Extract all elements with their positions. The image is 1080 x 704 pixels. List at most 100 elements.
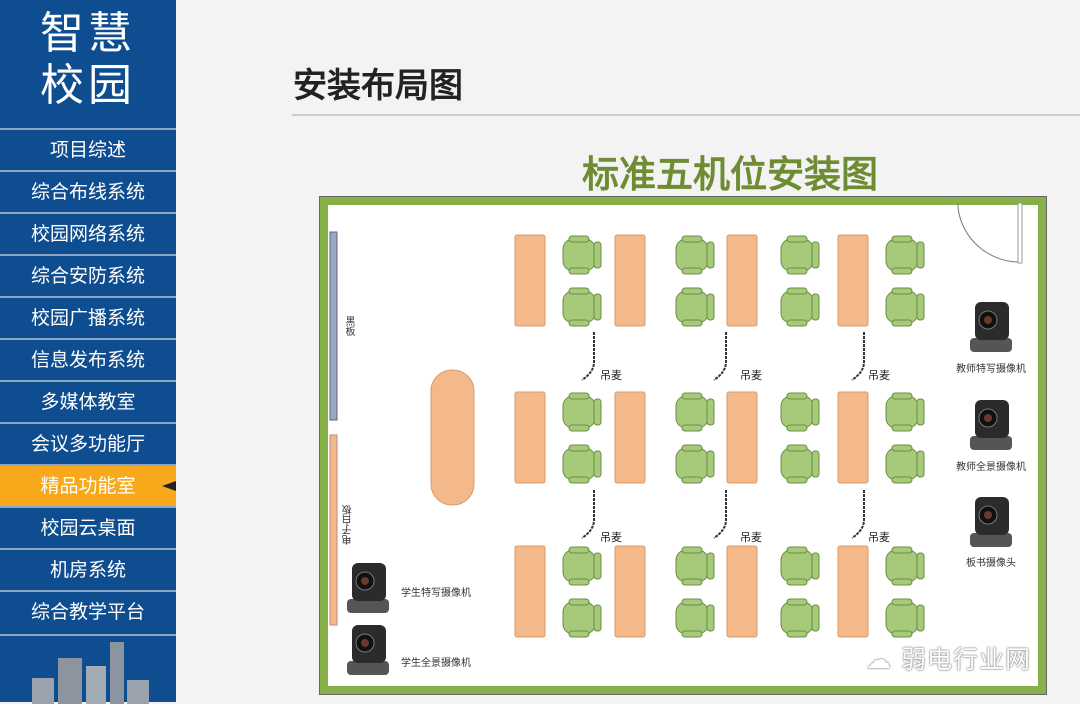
chair-arm [568, 319, 590, 327]
chair-back [916, 241, 925, 269]
wechat-icon: ☁ [866, 645, 901, 674]
chair-arm [786, 598, 808, 606]
chair-arm [891, 319, 913, 327]
chair-arm [786, 319, 808, 327]
chair [562, 238, 596, 272]
watermark: ☁ 弱电行业网 [866, 645, 1031, 674]
door [957, 203, 1021, 263]
camera-lens-center [361, 639, 369, 647]
desk [837, 391, 869, 484]
chair-arm [786, 546, 808, 554]
chair-arm [568, 392, 590, 400]
chair-back [593, 293, 602, 321]
diagram-title: 标准五机位安装图 [582, 153, 878, 196]
door-leaf [1017, 202, 1023, 264]
camera-base [347, 661, 389, 675]
teacher-panorama-camera-label: 教师全景摄像机 [956, 462, 1026, 473]
desk [726, 545, 758, 638]
chair-arm [786, 235, 808, 243]
city-skyline-image [0, 634, 176, 704]
chair [562, 395, 596, 429]
chair-arm [786, 267, 808, 275]
chair [780, 601, 814, 635]
chair-back [811, 293, 820, 321]
desk [614, 545, 646, 638]
camera-base [970, 533, 1012, 547]
chair-arm [681, 235, 703, 243]
chair-arm [786, 578, 808, 586]
chair-back [916, 293, 925, 321]
camera-base [970, 338, 1012, 352]
hanging-mic-icon [851, 332, 865, 381]
sidebar-item[interactable]: 项目综述 [0, 128, 176, 170]
chair-back [811, 398, 820, 426]
chair-arm [568, 630, 590, 638]
blackboard-label: 黑板 [343, 316, 354, 336]
camera-lens-center [984, 414, 992, 422]
chair-arm [891, 444, 913, 452]
divider [292, 114, 1080, 116]
chair-arm [891, 267, 913, 275]
chair-arm [891, 598, 913, 606]
hanging-mic-icon [581, 332, 595, 381]
chair-arm [681, 546, 703, 554]
mic-label: 吊麦 [600, 369, 622, 382]
chair-arm [786, 444, 808, 452]
desk [726, 234, 758, 327]
camera-lens-center [984, 511, 992, 519]
chair-arm [786, 287, 808, 295]
chair-arm [568, 235, 590, 243]
hanging-mic-icon [713, 490, 727, 539]
chair-arm [568, 476, 590, 484]
chair [885, 290, 919, 324]
desk [614, 234, 646, 327]
chair [562, 601, 596, 635]
chair-back [593, 552, 602, 580]
chair-arm [681, 267, 703, 275]
chair-arm [891, 287, 913, 295]
chair-back [593, 241, 602, 269]
sidebar-item[interactable]: 校园云桌面 [0, 506, 176, 548]
chair-arm [681, 476, 703, 484]
chair-arm [786, 392, 808, 400]
chair-back [706, 241, 715, 269]
skyline-icon [32, 642, 149, 704]
sidebar-item[interactable]: 机房系统 [0, 548, 176, 590]
chair [885, 395, 919, 429]
chair-arm [681, 392, 703, 400]
sidebar-item[interactable]: 会议多功能厅 [0, 422, 176, 464]
chair-arm [681, 444, 703, 452]
sidebar-nav: 项目综述综合布线系统校园网络系统综合安防系统校园广播系统信息发布系统多媒体教室会… [0, 128, 176, 632]
chair [562, 549, 596, 583]
board-camera-label: 板书摄像头 [966, 558, 1016, 569]
desk [514, 391, 546, 484]
hanging-mic-icon [581, 490, 595, 539]
hanging-mic-icon [713, 332, 727, 381]
chair-arm [681, 630, 703, 638]
chair [675, 601, 709, 635]
sidebar-item[interactable]: 综合安防系统 [0, 254, 176, 296]
sidebar-item[interactable]: 精品功能室 [0, 464, 176, 506]
chair-back [811, 241, 820, 269]
sidebar-item[interactable]: 多媒体教室 [0, 380, 176, 422]
sidebar-item[interactable]: 综合教学平台 [0, 590, 176, 632]
chair-arm [786, 476, 808, 484]
chair-arm [891, 476, 913, 484]
sidebar-item[interactable]: 校园广播系统 [0, 296, 176, 338]
chair-arm [568, 598, 590, 606]
mic-label: 吊麦 [600, 531, 622, 544]
sidebar-item[interactable]: 综合布线系统 [0, 170, 176, 212]
camera-lens-center [984, 316, 992, 324]
electronic-whiteboard [329, 434, 338, 626]
sidebar-item[interactable]: 校园网络系统 [0, 212, 176, 254]
sidebar-item[interactable]: 信息发布系统 [0, 338, 176, 380]
teacher-podium [430, 369, 475, 506]
chair-back [811, 450, 820, 478]
chair-arm [891, 546, 913, 554]
desk [614, 391, 646, 484]
chair-arm [568, 267, 590, 275]
sidebar: 智慧 校园 项目综述综合布线系统校园网络系统综合安防系统校园广播系统信息发布系统… [0, 0, 176, 704]
chair [885, 601, 919, 635]
chair-back [916, 604, 925, 632]
chair-arm [681, 598, 703, 606]
